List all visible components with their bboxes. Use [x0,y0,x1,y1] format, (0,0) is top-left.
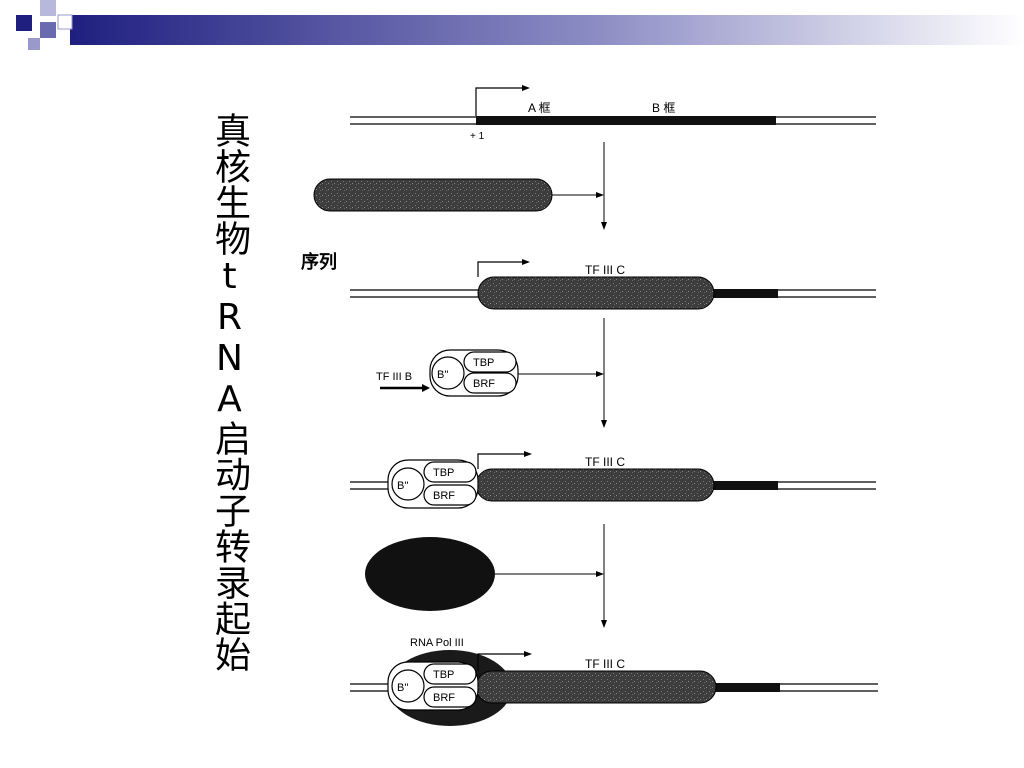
dna-row-1: A 框 B 框 + 1 [350,85,876,142]
box-a-label: A 框 [528,101,551,115]
header-band [16,0,1024,50]
tf3c-bound-3 [475,670,717,704]
slide-title: 真核生物tRNA启动子转录起始 [209,112,250,672]
box-b-label: B 框 [652,101,675,115]
process-arrow-2 [601,318,607,428]
tf3c-bound-2 [475,468,715,502]
header-square-light [40,0,56,16]
tf3c-label-1: TF III C [585,263,625,277]
rna-pol3-free [365,537,495,611]
tbp-label-3: TBP [433,669,454,681]
tf3c-bound-1 [477,276,715,310]
tf3b-complex-free: TF III B B'' TBP BRF [376,349,604,397]
tbp-label-1: TBP [473,357,494,369]
brf-label-3: BRF [433,692,455,704]
brf-label-2: BRF [433,490,455,502]
dna-row-4: B'' TBP BRF RNA Pol III TF III C [350,637,878,726]
header-square-white [57,14,73,30]
bpp-label-3: B'' [397,682,409,694]
plus-one-label: + 1 [470,131,485,142]
header-square-small [28,38,40,50]
tbp-label-2: TBP [433,467,454,479]
rna-pol3-label: RNA Pol III [410,637,464,649]
fragment-label: 序列 [301,251,337,272]
process-arrow-3 [601,524,607,628]
dna-row-2: TF III C [350,259,876,310]
gene-region [476,116,776,125]
header-gradient [70,15,1024,45]
tf3b-label: TF III B [376,371,412,383]
process-arrow-1 [601,142,607,230]
dna-row-3: B'' TBP BRF TF III C [350,451,876,509]
tf3c-label-3: TF III C [585,657,625,671]
bpp-label-1: B'' [437,369,449,381]
header-square-dark [16,15,32,31]
tf3c-free-factor [313,178,553,212]
bpp-label-2: B'' [397,480,409,492]
header-square-mid [40,22,56,38]
transcription-start-arrow [475,87,522,116]
brf-label-1: BRF [473,378,495,390]
tf3c-label-2: TF III C [585,455,625,469]
